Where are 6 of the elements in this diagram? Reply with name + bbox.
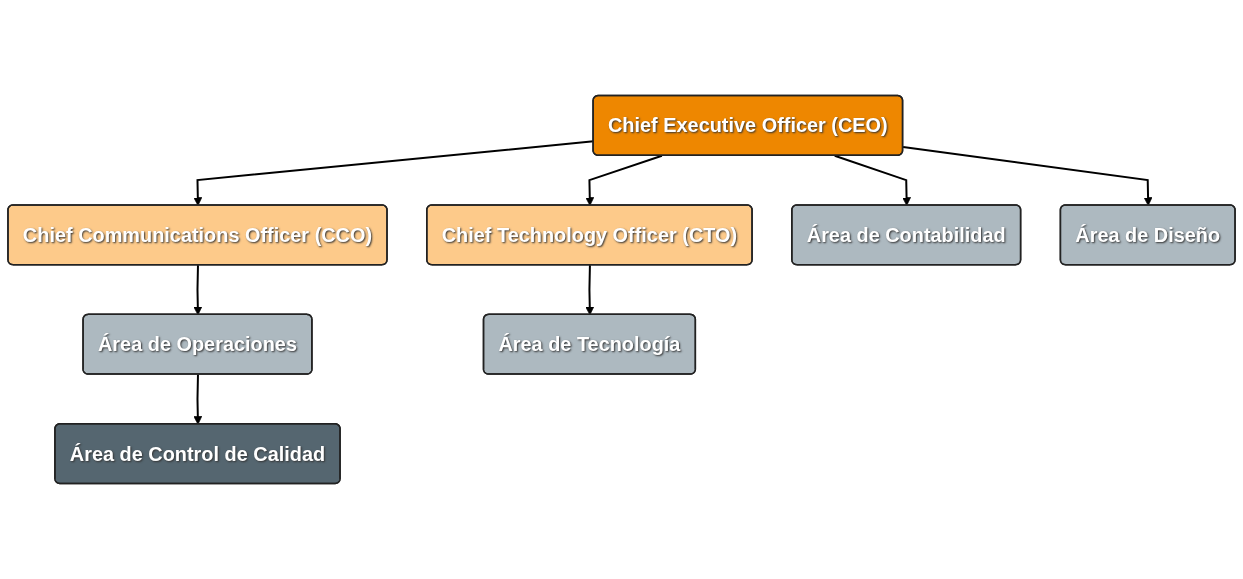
arrow	[193, 373, 203, 425]
arrow	[585, 264, 595, 316]
arrow	[833, 154, 911, 206]
arrow	[193, 264, 203, 316]
arrow	[585, 154, 663, 206]
arrow	[902, 146, 1153, 206]
